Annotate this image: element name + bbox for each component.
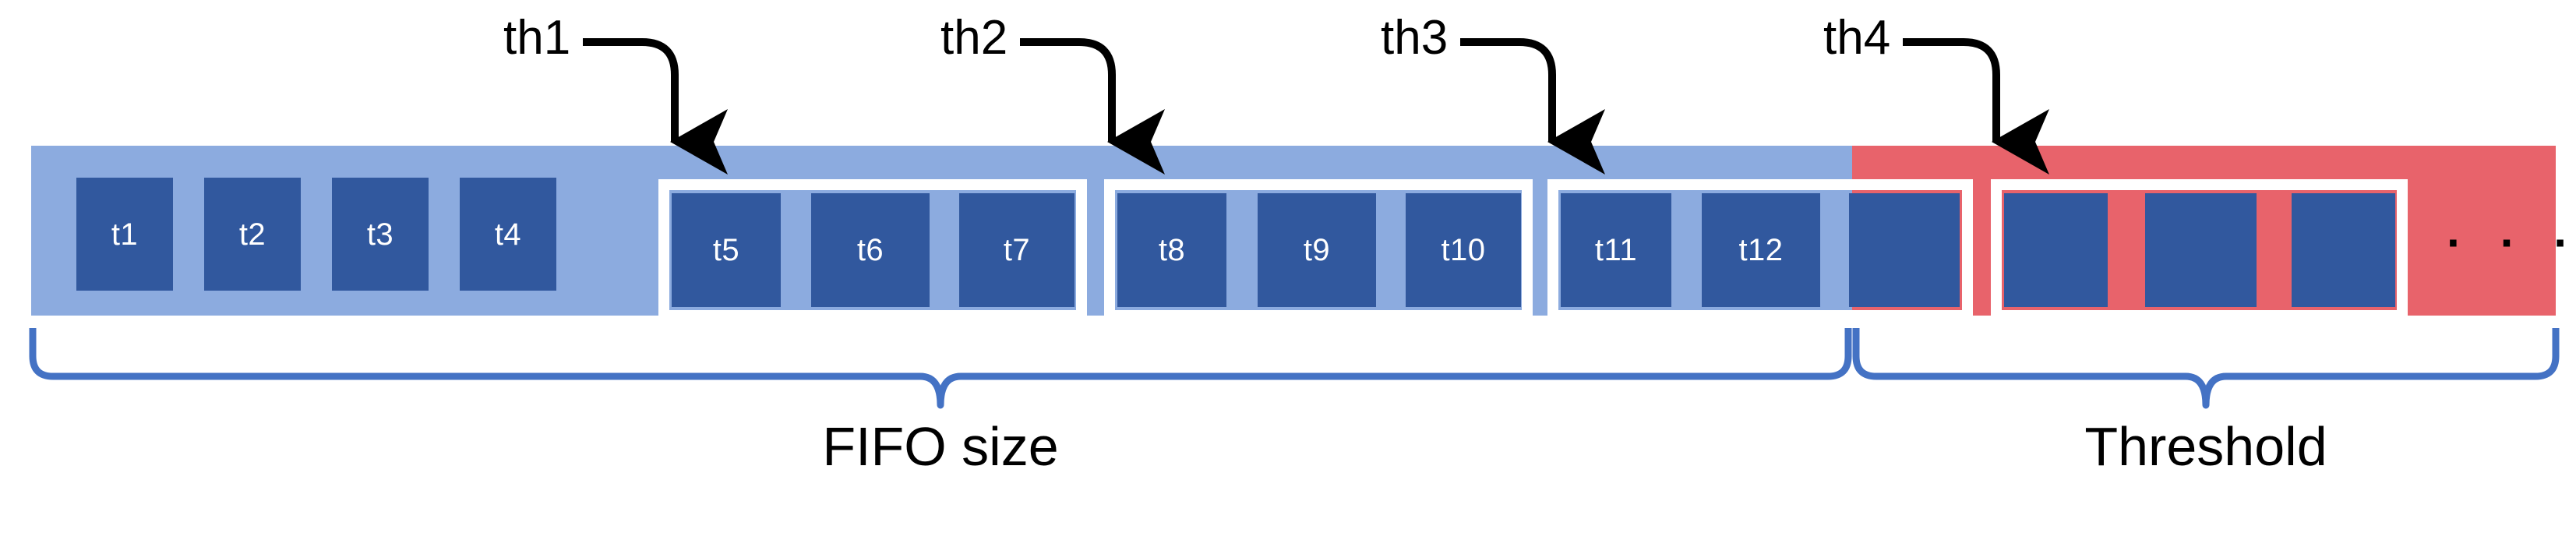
arrow-th2 (1020, 38, 1165, 175)
task-cell-label: t12 (1738, 233, 1784, 267)
threshold-label-th4: th4 (1823, 11, 1891, 65)
arrow-th4 (1903, 38, 2049, 175)
task-cell-t1: t1 (76, 178, 173, 291)
task-cell-t11: t11 (1561, 193, 1671, 307)
task-cell-label: t4 (494, 217, 522, 252)
frame-th3 (1547, 179, 1973, 321)
task-cell-t2: t2 (204, 178, 301, 291)
arrow-th3 (1460, 38, 1605, 175)
threshold-label-th2: th2 (940, 11, 1008, 65)
task-cell-unlabeled-13 (2004, 193, 2108, 307)
frame-th1 (658, 179, 1087, 321)
ellipsis-indicator: · · · (2447, 217, 2576, 269)
task-cell-label: t5 (712, 233, 740, 267)
task-cell-unlabeled-12 (1849, 193, 1960, 307)
task-cell-t3: t3 (332, 178, 429, 291)
task-cell-label: t8 (1158, 233, 1186, 267)
task-cell-t8: t8 (1117, 193, 1226, 307)
brace-label-fifo-size: FIFO size (822, 416, 1059, 477)
task-cell-label: t10 (1441, 233, 1486, 267)
task-cell-label: t1 (111, 217, 139, 252)
task-cell-label: t2 (238, 217, 266, 252)
brace-fifo-size (29, 328, 1852, 409)
task-cell-t12: t12 (1702, 193, 1820, 307)
measure-braces (29, 328, 2560, 409)
threshold-label-th3: th3 (1381, 11, 1449, 65)
task-cell-t10: t10 (1406, 193, 1521, 307)
frame-th4 (1991, 179, 2408, 321)
brace-threshold (1852, 328, 2560, 409)
task-cell-label: t9 (1303, 233, 1331, 267)
task-cell-t9: t9 (1258, 193, 1376, 307)
brace-label-threshold: Threshold (2084, 416, 2327, 477)
arrow-th1 (583, 38, 728, 175)
task-cell-t4: t4 (460, 178, 556, 291)
task-cell-unlabeled-14 (2145, 193, 2257, 307)
threshold-arrows (583, 38, 2049, 175)
threshold-label-th1: th1 (503, 11, 571, 65)
task-cell-label: t11 (1594, 233, 1638, 267)
task-cell-label: t7 (1003, 233, 1031, 267)
task-cell-t5: t5 (672, 193, 781, 307)
task-cell-label: t6 (856, 233, 884, 267)
task-cell-label: t3 (366, 217, 394, 252)
task-cell-t6: t6 (811, 193, 930, 307)
task-cell-t7: t7 (959, 193, 1075, 307)
task-cell-unlabeled-15 (2292, 193, 2395, 307)
frame-th2 (1104, 179, 1533, 321)
